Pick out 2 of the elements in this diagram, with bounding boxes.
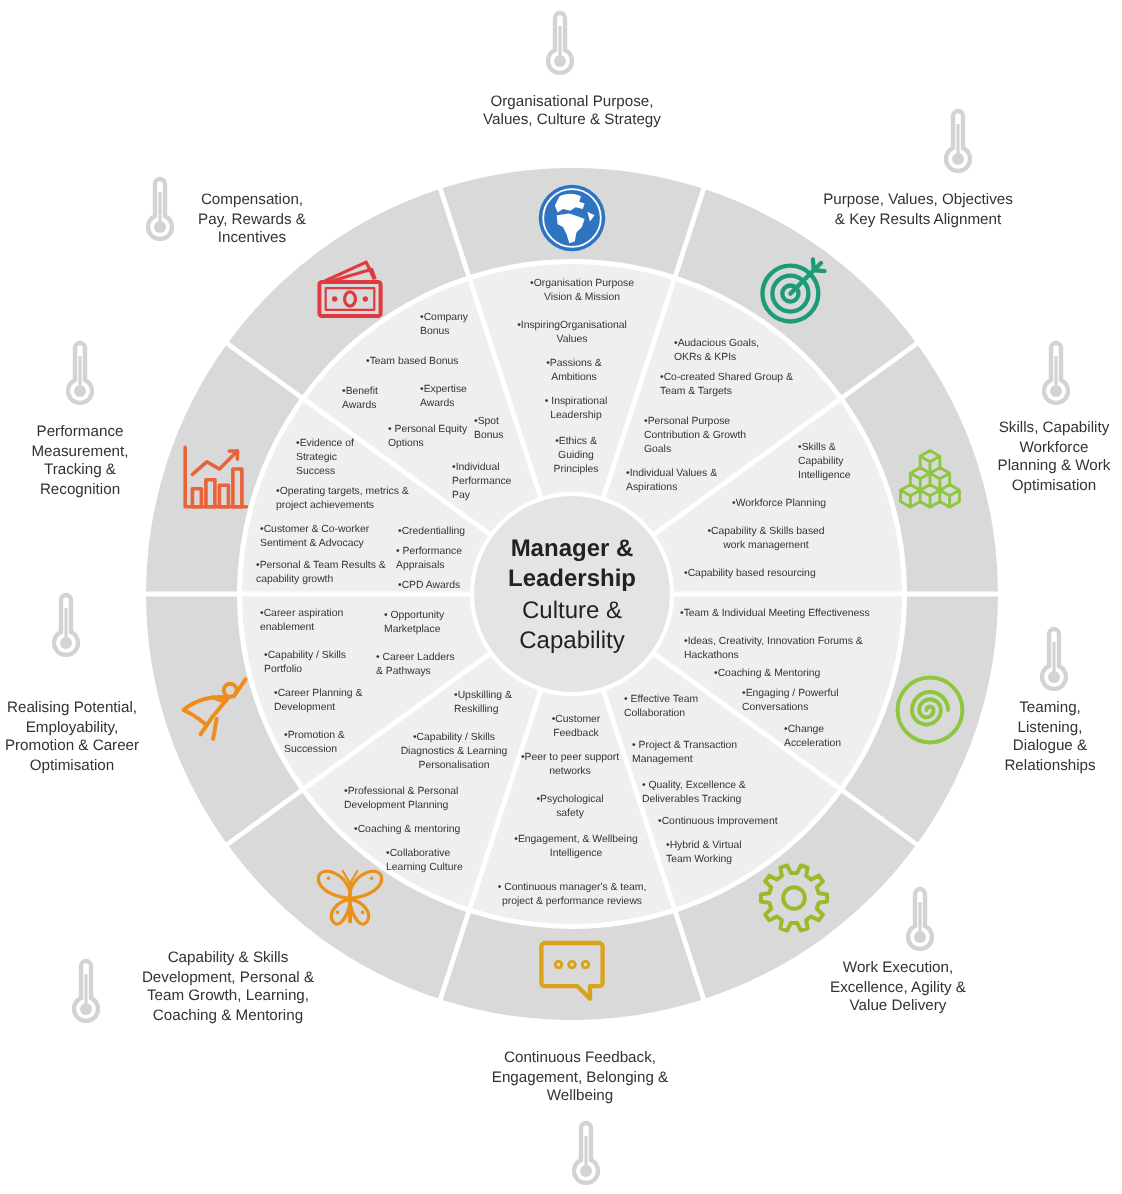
center-subtitle: Culture & Capability <box>517 595 627 655</box>
center-title: Manager & Leadership <box>505 533 639 593</box>
